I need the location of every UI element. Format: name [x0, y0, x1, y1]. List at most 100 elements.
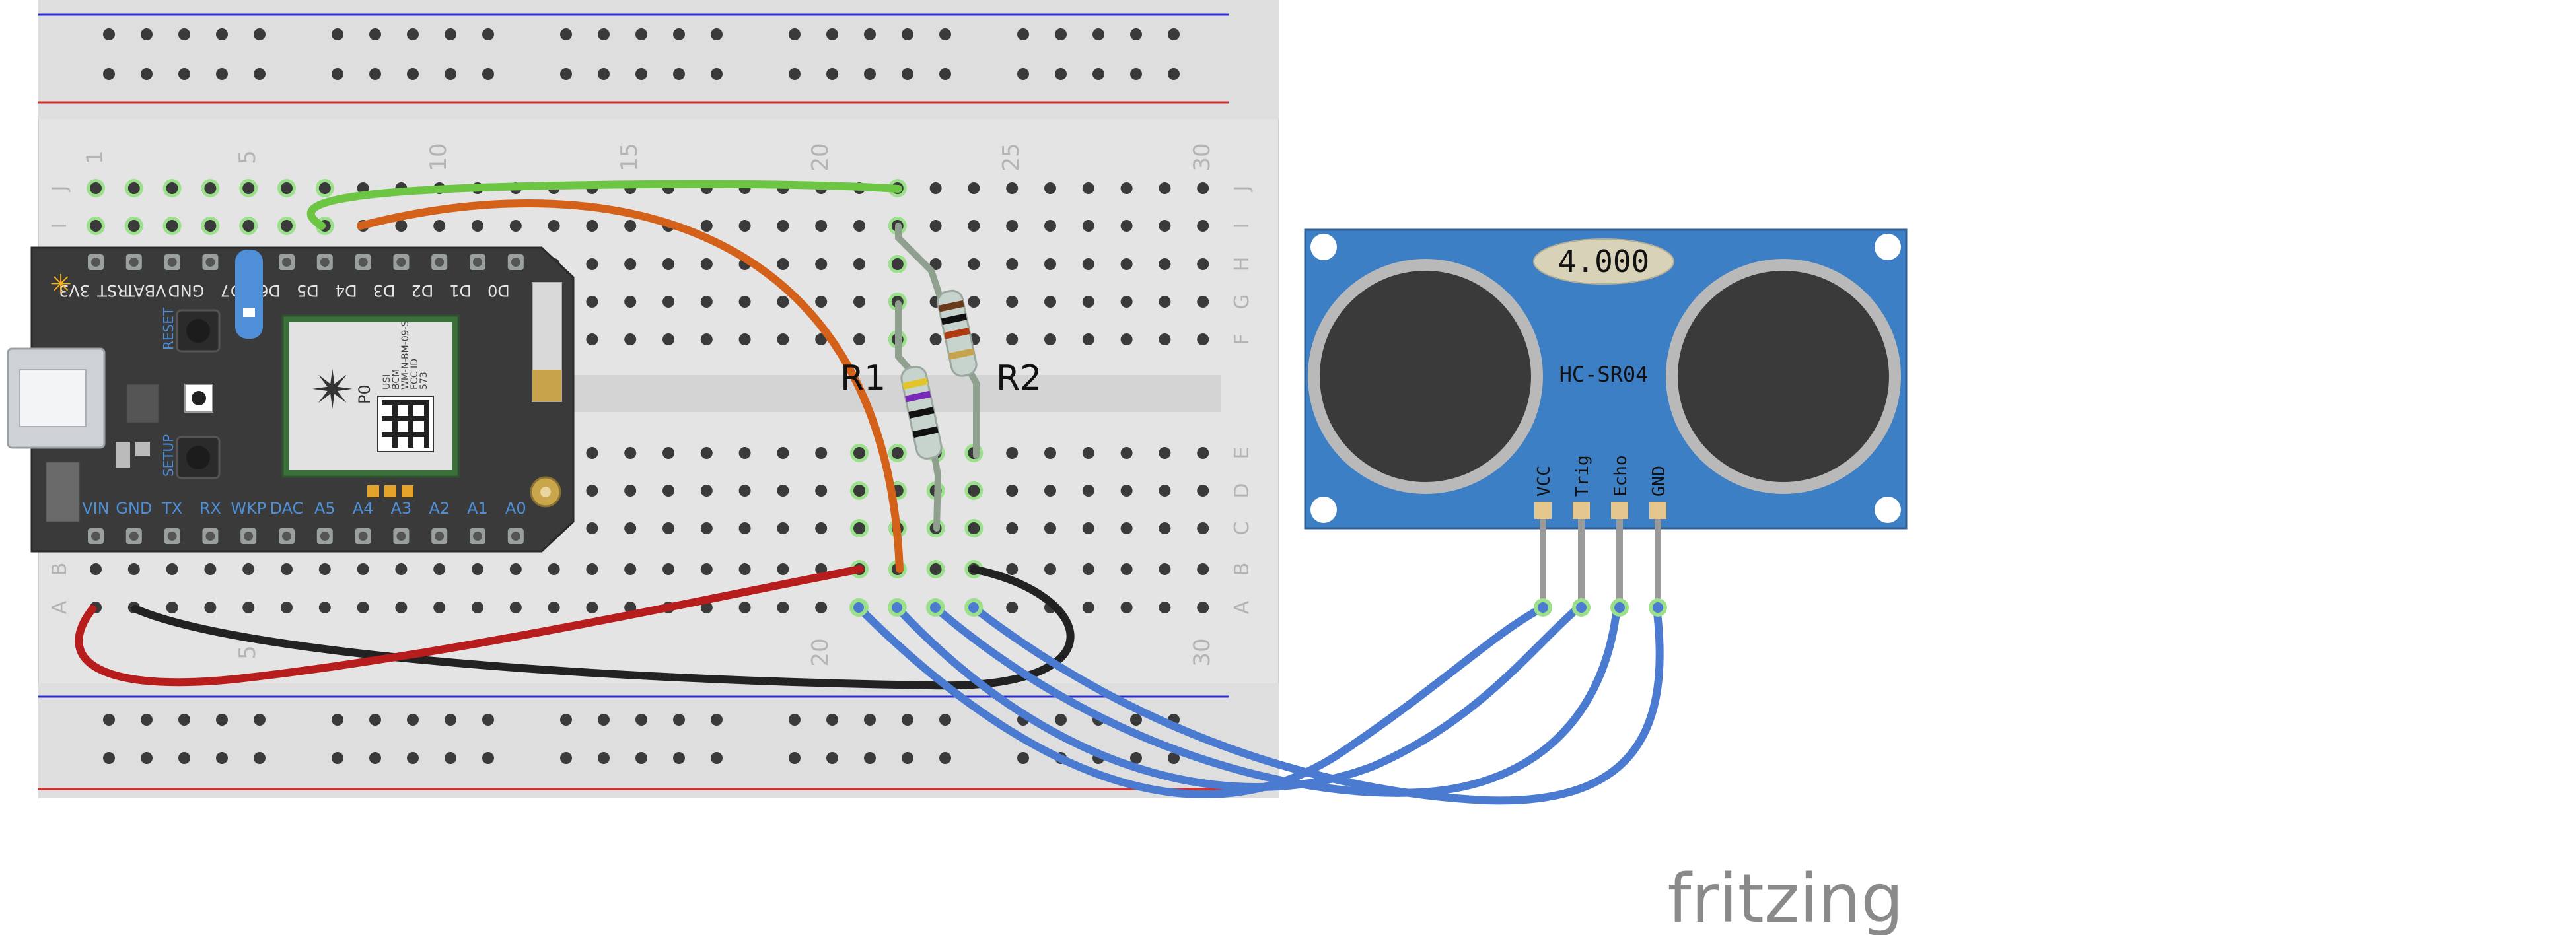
wire-end-core	[853, 602, 864, 613]
rail-hole	[103, 68, 115, 80]
r1-resistor-body	[900, 366, 943, 460]
qr-module	[424, 400, 429, 405]
breadboard-hole	[242, 563, 255, 575]
breadboard-hole	[548, 563, 560, 575]
pin-label: GND	[168, 281, 204, 300]
breadboard-hole	[738, 296, 751, 308]
breadboard-hole	[777, 602, 789, 613]
qr-module	[424, 427, 429, 432]
breadboard-hole	[433, 220, 446, 232]
rail-hole	[254, 28, 266, 40]
wire-end-core	[1653, 602, 1663, 613]
rail-hole	[445, 714, 456, 726]
qr-module	[419, 432, 424, 437]
rail-hole	[939, 28, 951, 40]
green-wire	[306, 180, 902, 230]
breadboard-hole	[662, 447, 674, 459]
rail-hole	[598, 68, 610, 80]
breadboard-hole	[815, 485, 828, 497]
rail-hole	[482, 28, 494, 40]
rail-hole	[445, 68, 456, 80]
row-letter: A	[1231, 600, 1254, 614]
sensor-display	[1533, 238, 1674, 285]
rail-hole	[902, 68, 913, 80]
pin-hole	[320, 258, 330, 267]
breadboard-hole	[624, 522, 637, 534]
sensor-pin-label: Trig	[1573, 455, 1592, 497]
rail-hole	[254, 752, 266, 764]
breadboard-hole	[127, 220, 140, 232]
breadboard-hole	[548, 220, 560, 232]
breadboard-hole	[853, 485, 865, 497]
breadboard-hole	[1082, 296, 1094, 308]
breadboard-hole	[1120, 333, 1133, 345]
pin-label: D0	[487, 281, 510, 300]
breadboard-hole	[891, 447, 904, 459]
rail-hole	[216, 752, 228, 764]
pin-hole	[358, 532, 368, 541]
column-number: 20	[807, 143, 834, 171]
breadboard-hole	[90, 563, 102, 575]
pin-label: A5	[314, 499, 336, 518]
qr-module	[424, 437, 429, 442]
breadboard-hole	[662, 333, 674, 345]
breadboard-hole	[700, 485, 713, 497]
pin-hole	[167, 258, 177, 267]
pin-label: A2	[429, 499, 450, 518]
breadboard-hole	[929, 182, 942, 194]
power-rail-bottom	[38, 683, 1279, 798]
chip-text-line: USI	[382, 374, 392, 390]
qr-module	[403, 432, 408, 437]
rgb-led	[184, 384, 213, 413]
mount-hole	[1875, 497, 1901, 523]
setup-button-cap	[186, 446, 210, 469]
breadboard-hole	[1082, 258, 1094, 270]
breadboard-hole	[1082, 522, 1094, 534]
pin-label: DAC	[270, 499, 304, 518]
qr-module	[413, 416, 419, 421]
rail-hole	[1168, 752, 1180, 764]
qr-module	[387, 416, 392, 421]
pin-hole	[205, 258, 215, 267]
pin-label: VIN	[82, 499, 109, 518]
rail-hole	[789, 28, 801, 40]
breadboard-hole	[815, 258, 828, 270]
pin-label: 3V3	[59, 281, 90, 300]
sensor-pin-label: Echo	[1611, 455, 1631, 497]
breadboard-hole	[127, 563, 140, 575]
power-rail-top	[38, 0, 1279, 119]
resistors: R1 R2	[840, 223, 1042, 532]
rail-hole	[216, 68, 228, 80]
rail-hole	[864, 68, 876, 80]
pin-label: D1	[449, 281, 472, 300]
breadboard-hole	[548, 602, 560, 613]
breadboard-hole	[1159, 333, 1171, 345]
breadboard-hole	[1082, 333, 1094, 345]
breadboard-hole	[624, 296, 637, 308]
breadboard-hole	[318, 563, 331, 575]
pin-hole	[205, 532, 215, 541]
rail-hole	[103, 28, 115, 40]
rail-hole	[789, 752, 801, 764]
breadboard-hole	[738, 485, 751, 497]
breadboard-hole	[853, 333, 865, 345]
breadboard-hole	[1120, 296, 1133, 308]
pin-hole	[91, 258, 100, 267]
breadboard-hole	[1006, 296, 1019, 308]
breadboard-hole	[700, 447, 713, 459]
breadboard-hole	[204, 563, 217, 575]
breadboard-hole	[586, 258, 598, 270]
rail-hole	[216, 714, 228, 726]
breadboard-hole	[777, 447, 789, 459]
breadboard-hole	[586, 220, 598, 232]
rail-hole	[254, 68, 266, 80]
rail-hole	[1168, 68, 1180, 80]
pin-label: A3	[391, 499, 412, 518]
breadboard-hole	[1006, 485, 1019, 497]
rail-hole	[1130, 752, 1142, 764]
breadboard-hole	[586, 602, 598, 613]
wire-end-core	[1576, 602, 1587, 613]
